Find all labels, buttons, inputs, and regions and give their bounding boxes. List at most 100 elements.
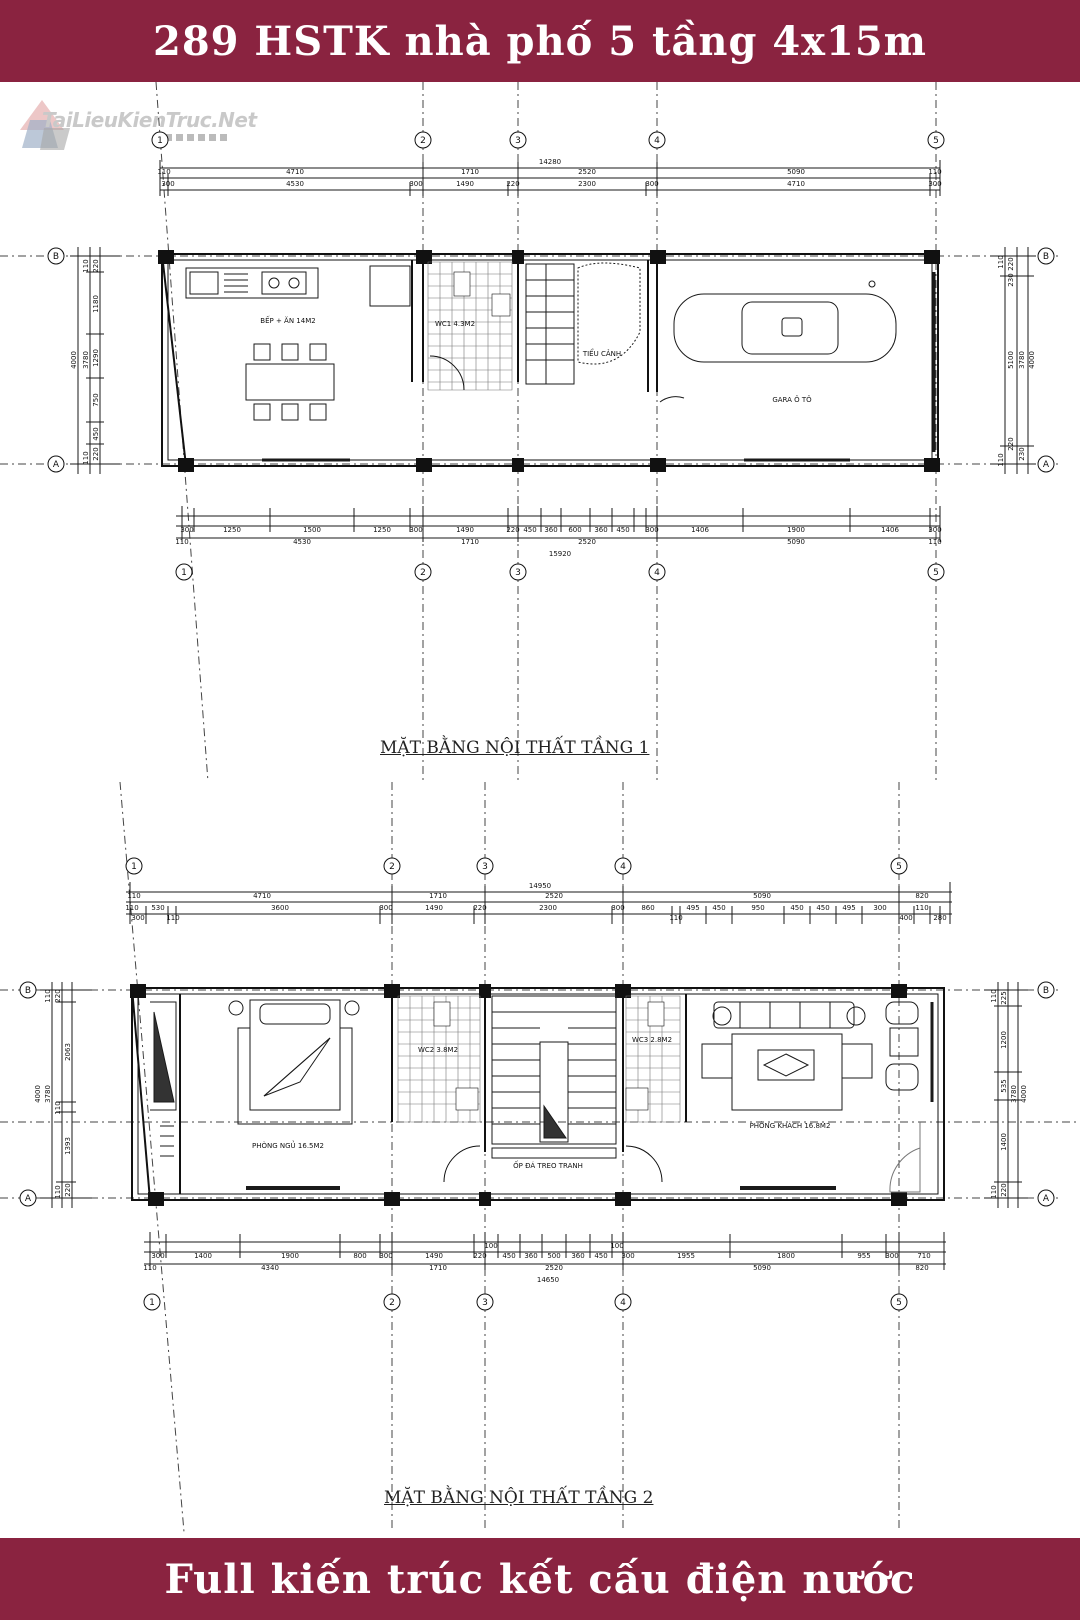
plan1-left-1: 220 <box>92 259 100 272</box>
garage-car <box>659 272 936 462</box>
plan2-grid-1b: 1 <box>149 1298 155 1308</box>
plan2-top-r2-0: 110 <box>125 904 138 912</box>
plan2-right-5: 535 <box>1000 1079 1008 1092</box>
footer-subtitle: Full kiến trúc kết cấu điện nước <box>164 1555 916 1603</box>
room-living: PHÒNG KHÁCH 16.8M2 <box>750 1121 831 1130</box>
floor-plans-drawing: 1 2 3 4 5 1 2 3 4 5 B A B A 1 2 3 4 5 1 … <box>0 82 1080 1533</box>
plan1-top-r2-7: 4710 <box>787 180 805 188</box>
plan1-right-7: 230 <box>1018 447 1026 460</box>
plan1-top-r2-2: 300 <box>409 180 422 188</box>
plan1-grid-2: 2 <box>420 136 426 146</box>
plan1-grid-B-right: B <box>1043 252 1049 262</box>
plan2-bot-r1-6: 220 <box>473 1252 486 1260</box>
plan2-walls <box>131 987 945 1201</box>
plan2-grid-3: 3 <box>482 862 488 872</box>
plan2-bot-r2-1: 4340 <box>261 1264 279 1272</box>
plan2-bot-r2-5: 820 <box>915 1264 928 1272</box>
wc2-wc3-tiles <box>397 995 681 1183</box>
plan2-bot-r2-4: 5090 <box>753 1264 771 1272</box>
plan2-right-8: 110 <box>990 1185 998 1198</box>
plan1-right-0: 110 <box>997 255 1005 268</box>
plan1-grid-A-right: A <box>1043 460 1050 470</box>
plan1-bot-r1-13: 1406 <box>691 526 709 534</box>
site-logo: TaiLieuKienTruc.Net <box>14 100 257 160</box>
plan2-title: MẶT BẰNG NỘI THẤT TẦNG 2 <box>384 1488 654 1508</box>
plan1-left-9: 110 <box>82 451 90 464</box>
plan2-bot-r1-10: 500 <box>547 1252 560 1260</box>
plan2-bot-r1-7: 100 <box>484 1242 497 1250</box>
plan1-top-r1-2: 1710 <box>461 168 479 176</box>
logo-text: TaiLieuKienTruc.Net <box>42 108 257 132</box>
living-room-furniture <box>701 1001 934 1193</box>
plan2-left-2: 2063 <box>64 1043 72 1061</box>
plan1-bot-r1-11: 450 <box>616 526 629 534</box>
plan2-top-total: 14950 <box>529 882 551 890</box>
plan2-top-r2-8: 2300 <box>539 904 557 912</box>
plan1-bot-r2-5: 110 <box>928 538 941 546</box>
plan2-bot-r1-13: 100 <box>610 1242 623 1250</box>
plan1-right-5: 4000 <box>1028 351 1036 369</box>
plan2-bot-r1-15: 1955 <box>677 1252 695 1260</box>
plan2-top-r2-7: 220 <box>473 904 486 912</box>
plan1-bot-r1-16: 300 <box>928 526 941 534</box>
plan1-top-r1-5: 110 <box>928 168 941 176</box>
plan1-left-8: 220 <box>92 447 100 460</box>
plan1-top-total: 14280 <box>539 158 561 166</box>
plan2-left-7: 220 <box>64 1183 72 1196</box>
bedroom-furniture <box>150 999 360 1190</box>
plan1-bot-r1-15: 1406 <box>881 526 899 534</box>
plan1-title: MẶT BẰNG NỘI THẤT TẦNG 1 <box>380 738 650 758</box>
plan2-side-dims <box>40 982 1028 1208</box>
plan1-bot-total: 15920 <box>549 550 571 558</box>
plan1-top-r2-4: 220 <box>506 180 519 188</box>
plan1-left-2: 1180 <box>92 295 100 313</box>
plan1-walls <box>161 253 939 467</box>
plan1-bot-r1-10: 360 <box>594 526 607 534</box>
plan1-bot-r2-1: 4530 <box>293 538 311 546</box>
plan2-top-r2-21: 280 <box>933 914 946 922</box>
plan2-left-5: 110 <box>54 1101 62 1114</box>
plan1-bot-r1-4: 300 <box>409 526 422 534</box>
room-bedroom: PHÒNG NGỦ 16.5M2 <box>252 1140 324 1150</box>
plan1-bot-r2-4: 5090 <box>787 538 805 546</box>
plan1-right-2: 230 <box>1007 273 1015 286</box>
plan1-top-r1-1: 4710 <box>286 168 304 176</box>
plan1-right-6: 220 <box>1007 437 1015 450</box>
plan2-top-r2-1: 300 <box>131 914 144 922</box>
plan2-left-0: 110 <box>44 989 52 1002</box>
plan2-grid-2b: 2 <box>389 1298 395 1308</box>
plan2-top-r2-11: 110 <box>669 914 682 922</box>
plan1-bot-r1-5: 1490 <box>456 526 474 534</box>
plan1-room-labels: BẾP + ĂN 14M2 WC1 4.3M2 TIỂU CẢNH GARA Ô… <box>260 315 812 404</box>
plan1-grid-4: 4 <box>654 136 660 146</box>
plan2-top-r2-19: 400 <box>899 914 912 922</box>
room-stair-wall: ỐP ĐÁ TREO TRANH <box>513 1160 583 1170</box>
plan2-bot-r1-3: 800 <box>353 1252 366 1260</box>
plan1-bottom-dims <box>176 506 941 542</box>
header-title: 289 HSTK nhà phố 5 tầng 4x15m <box>152 17 928 65</box>
plan2-grid-B-left: B <box>25 986 31 996</box>
plan1-bot-r2-3: 2520 <box>578 538 596 546</box>
plan2-bot-r1-1: 1400 <box>194 1252 212 1260</box>
plan1-bot-r1-7: 450 <box>523 526 536 534</box>
plan2-bot-r2-3: 2520 <box>545 1264 563 1272</box>
plan1-bot-r1-8: 360 <box>544 526 557 534</box>
plan2-right-1: 225 <box>1000 991 1008 1004</box>
plan1-top-r2-3: 1490 <box>456 180 474 188</box>
plan2-bot-r1-0: 300 <box>151 1252 164 1260</box>
plan2-bot-r1-14: 300 <box>621 1252 634 1260</box>
plan1-bot-r1-12: 300 <box>645 526 658 534</box>
plan2-grid-2: 2 <box>389 862 395 872</box>
plan2-top-r1-1: 4710 <box>253 892 271 900</box>
room-garage: GARA Ô TÔ <box>772 395 812 404</box>
plan2-grid-1: 1 <box>131 862 137 872</box>
plan1-grid-4b: 4 <box>654 568 660 578</box>
plan1-top-r2-1: 4530 <box>286 180 304 188</box>
plan1-top-r2-8: 300 <box>928 180 941 188</box>
room-garden: TIỂU CẢNH <box>582 348 621 358</box>
plan1-bot-r1-9: 600 <box>568 526 581 534</box>
plan1-right-3: 5100 <box>1007 351 1015 369</box>
plan2-grid-3b: 3 <box>482 1298 488 1308</box>
plan1-bot-r1-14: 1900 <box>787 526 805 534</box>
plan2-bot-r1-12: 450 <box>594 1252 607 1260</box>
